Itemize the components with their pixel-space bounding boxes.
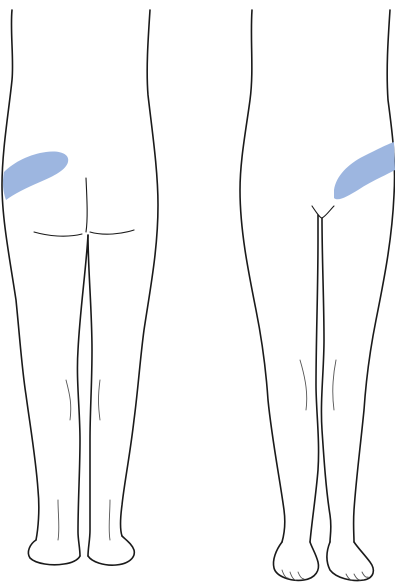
- back-view-left-achilles: [58, 500, 59, 540]
- front-view-figure: [240, 10, 395, 581]
- front-view-right-knee-line: [333, 360, 336, 410]
- front-view-left-inner-leg: [310, 215, 319, 542]
- back-view-gluteal-cleft: [86, 178, 87, 232]
- back-view-right-knee-line: [99, 380, 101, 420]
- back-view-right-achilles: [109, 500, 110, 540]
- back-view-left-contour: [2, 10, 39, 540]
- front-view-highlight-area: [334, 142, 395, 199]
- back-view-left-inner-leg: [77, 235, 88, 556]
- front-view-left-knee-line: [300, 360, 307, 410]
- front-view-right-foot: [327, 542, 373, 581]
- back-view-gluteal-fold-left: [34, 232, 82, 236]
- front-view-right-toes: [346, 572, 368, 580]
- front-view-right-contour: [354, 10, 395, 542]
- back-view-highlight-area: [3, 151, 68, 200]
- back-view-left-knee-line: [66, 380, 71, 420]
- back-view-right-inner-leg: [88, 235, 92, 556]
- back-view-right-foot: [88, 536, 134, 565]
- front-view-left-foot: [273, 542, 318, 580]
- back-view-gluteal-fold-right: [90, 230, 134, 234]
- front-view-right-inner-leg: [321, 218, 330, 542]
- front-view-left-contour: [240, 10, 285, 542]
- front-view-crotch: [312, 206, 334, 218]
- back-view-right-contour: [121, 10, 159, 536]
- back-view-figure: [2, 10, 158, 565]
- back-view-left-foot: [28, 540, 80, 565]
